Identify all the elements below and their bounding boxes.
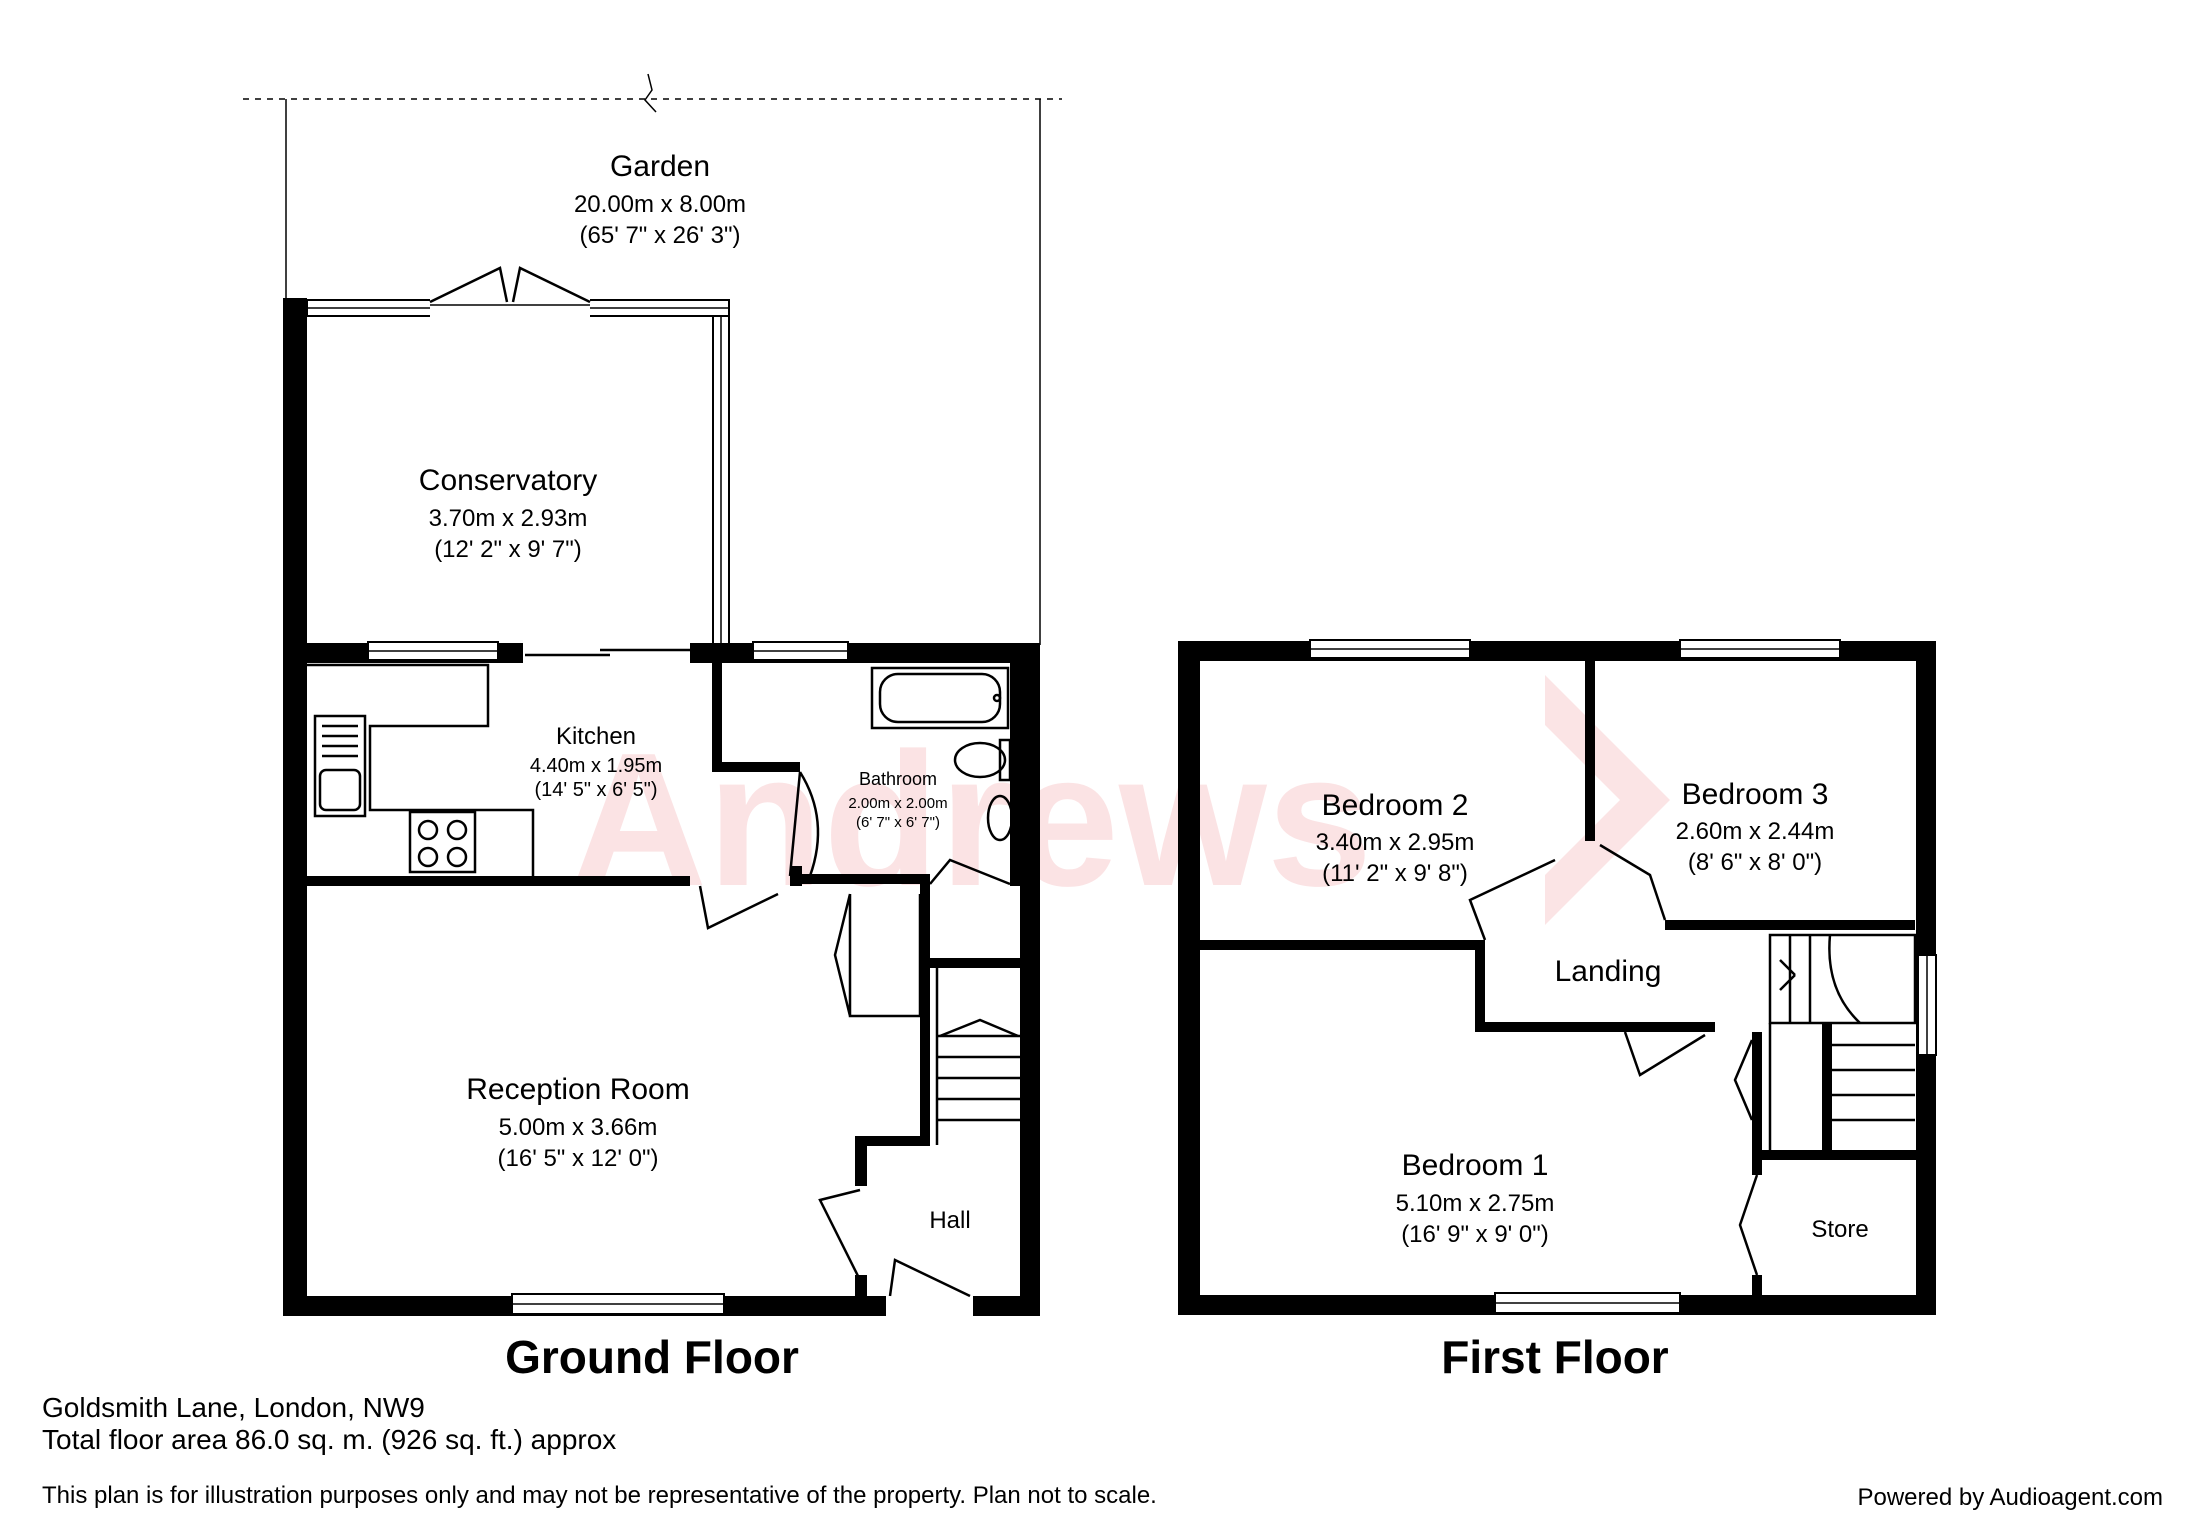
toilet-icon bbox=[953, 741, 1007, 779]
first-floor-plan bbox=[1178, 639, 1937, 1315]
bedroom3-door-icon bbox=[1599, 843, 1667, 921]
bedroom3-imperial: (8' 6" x 8' 0") bbox=[1688, 849, 1822, 876]
kitchen-label: Kitchen bbox=[556, 723, 636, 750]
sink-icon bbox=[313, 714, 367, 818]
powered-by-text: Powered by Audioagent.com bbox=[1857, 1484, 2163, 1511]
bathroom-imperial: (6' 7" x 6' 7") bbox=[856, 814, 940, 831]
reception-metric: 5.00m x 3.66m bbox=[499, 1114, 658, 1141]
bedroom1-door-icon bbox=[1623, 1031, 1706, 1077]
garden-imperial: (65' 7" x 26' 3") bbox=[580, 222, 741, 249]
bathroom-metric: 2.00m x 2.00m bbox=[848, 795, 947, 812]
bedroom1-label: Bedroom 1 bbox=[1402, 1149, 1549, 1182]
cupboard-door-2-icon bbox=[818, 1188, 862, 1281]
room-labels-first: Bedroom 2 3.40m x 2.95m (11' 2" x 9' 8")… bbox=[1316, 778, 1869, 1248]
bedroom1-metric: 5.10m x 2.75m bbox=[1396, 1190, 1555, 1217]
address-text: Goldsmith Lane, London, NW9 bbox=[42, 1392, 425, 1423]
sliding-door-icon bbox=[525, 648, 690, 657]
stairs-first-arrow-icon bbox=[1779, 959, 1796, 991]
conservatory-metric: 3.70m x 2.93m bbox=[429, 505, 588, 532]
conservatory-imperial: (12' 2" x 9' 7") bbox=[434, 536, 582, 563]
bath-icon bbox=[870, 666, 1010, 730]
kitchen-door-icon bbox=[698, 885, 779, 930]
kitchen-imperial: (14' 5" x 6' 5") bbox=[535, 779, 658, 801]
ground-floor-title: Ground Floor bbox=[505, 1331, 799, 1383]
front-door-icon bbox=[888, 1258, 971, 1298]
garden-boundary bbox=[243, 73, 1062, 645]
stairs-first bbox=[1768, 933, 1917, 1155]
bedroom3-metric: 2.60m x 2.44m bbox=[1676, 818, 1835, 845]
room-labels-ground: Garden 20.00m x 8.00m (65' 7" x 26' 3") … bbox=[419, 150, 971, 1234]
bedroom2-label: Bedroom 2 bbox=[1322, 789, 1469, 822]
bedroom2-door-icon bbox=[1468, 858, 1556, 941]
bedroom2-metric: 3.40m x 2.95m bbox=[1316, 829, 1475, 856]
bathroom-door-icon bbox=[788, 771, 820, 877]
landing-label: Landing bbox=[1555, 955, 1662, 988]
wardrobe-door-icon bbox=[1733, 1039, 1754, 1121]
hall-door-icon bbox=[929, 858, 1011, 886]
bedroom3-label: Bedroom 3 bbox=[1682, 778, 1829, 811]
bedroom1-imperial: (16' 9" x 9' 0") bbox=[1401, 1221, 1549, 1248]
watermark-text: Andrews bbox=[570, 714, 1372, 926]
reception-imperial: (16' 5" x 12' 0") bbox=[498, 1145, 659, 1172]
kitchen-worktop bbox=[307, 663, 535, 876]
stairs-arrow-icon bbox=[939, 1018, 1019, 1038]
store-label: Store bbox=[1811, 1216, 1868, 1243]
hob-icon bbox=[408, 810, 477, 874]
reception-label: Reception Room bbox=[466, 1073, 689, 1106]
store-door-icon bbox=[1738, 1174, 1759, 1276]
basin-icon bbox=[986, 794, 1014, 842]
ground-floor-plan bbox=[243, 73, 1062, 1316]
kitchen-metric: 4.40m x 1.95m bbox=[530, 755, 662, 777]
watermark-chevron-icon bbox=[1545, 675, 1670, 925]
watermark: Andrews bbox=[570, 675, 1670, 926]
bathroom-label: Bathroom bbox=[859, 769, 937, 789]
first-floor-title: First Floor bbox=[1441, 1331, 1669, 1383]
french-doors-icon bbox=[429, 266, 591, 304]
bedroom2-imperial: (11' 2" x 9' 8") bbox=[1322, 860, 1468, 887]
floor-area-text: Total floor area 86.0 sq. m. (926 sq. ft… bbox=[42, 1424, 617, 1455]
garden-metric: 20.00m x 8.00m bbox=[574, 191, 746, 218]
hall-label: Hall bbox=[929, 1207, 970, 1234]
break-mark-icon bbox=[644, 73, 657, 113]
stairs-ground bbox=[930, 958, 1020, 1145]
conservatory-label: Conservatory bbox=[419, 464, 597, 497]
disclaimer-text: This plan is for illustration purposes o… bbox=[42, 1482, 1157, 1509]
garden-label: Garden bbox=[610, 150, 710, 183]
